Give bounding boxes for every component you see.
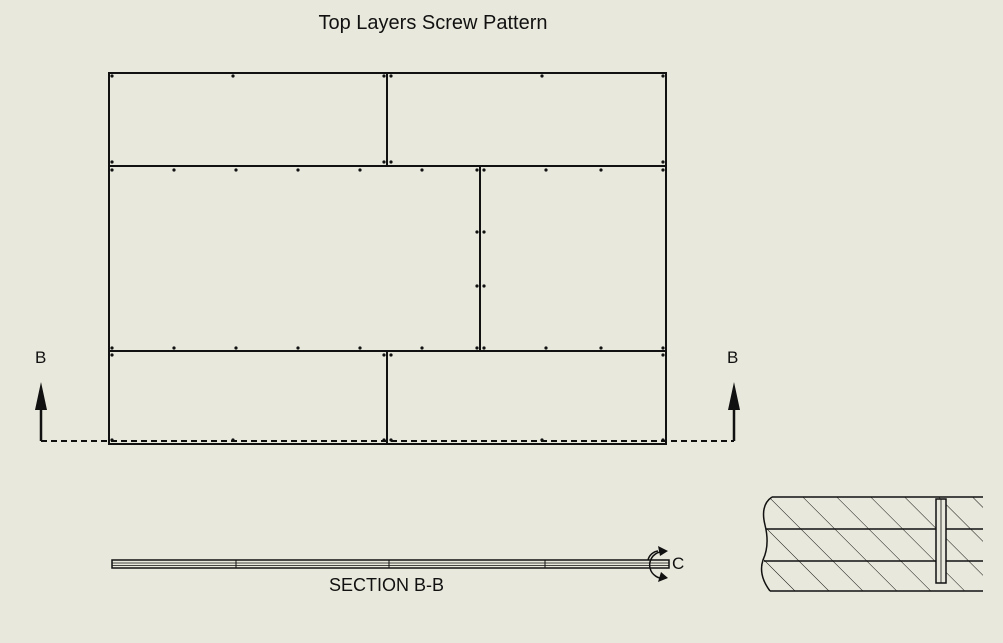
screw-hole — [358, 346, 362, 350]
screw-hole — [382, 160, 386, 164]
screw-hole — [420, 168, 424, 172]
section-line-b-b — [39, 408, 736, 442]
section-arrowhead-left — [35, 382, 47, 410]
screw-hole — [661, 160, 665, 164]
screw-hole — [110, 160, 114, 164]
screw-hole — [172, 168, 176, 172]
screw-hole — [110, 346, 114, 350]
screw-hole — [475, 168, 479, 172]
screw-hole — [544, 346, 548, 350]
section-arrowhead-right — [728, 382, 740, 410]
screw-hole — [296, 346, 300, 350]
detail-marker-arrowhead-bottom — [658, 572, 668, 582]
detail-marker-arrowhead-top — [658, 546, 668, 556]
screw-hole — [661, 346, 665, 350]
section-b-b-view — [111, 559, 670, 569]
screw-hole — [231, 74, 235, 78]
screw-hole — [482, 168, 486, 172]
screw-hole — [110, 74, 114, 78]
screw-hole — [234, 346, 238, 350]
screw-hole — [389, 353, 393, 357]
section-marker-left: B — [35, 348, 47, 367]
screw-hole — [475, 284, 479, 288]
screw-hole — [475, 346, 479, 350]
screw-hole — [599, 168, 603, 172]
detail-marker-label: C — [672, 554, 685, 573]
section-caption: SECTION B-B — [329, 575, 445, 595]
detail-c-view — [760, 496, 983, 592]
screw-hole — [382, 74, 386, 78]
screw-hole — [540, 74, 544, 78]
screw-hole — [110, 168, 114, 172]
screw-hole — [389, 74, 393, 78]
screw-hole — [661, 168, 665, 172]
screw-hole — [296, 168, 300, 172]
screw-hole — [482, 346, 486, 350]
screw-hole — [544, 168, 548, 172]
drawing-title: Top Layers Screw Pattern — [318, 12, 548, 34]
screw-hole — [382, 353, 386, 357]
screw-hole — [172, 346, 176, 350]
screw-hole — [661, 353, 665, 357]
screw-hole — [358, 168, 362, 172]
section-marker-right: B — [727, 348, 739, 367]
screw-hole — [482, 284, 486, 288]
screw-hole — [110, 353, 114, 357]
screw-hole — [599, 346, 603, 350]
screw-hole — [661, 74, 665, 78]
plan-view — [108, 72, 667, 445]
screw-hole — [420, 346, 424, 350]
screw-hole — [234, 168, 238, 172]
screw-hole — [389, 160, 393, 164]
screw-hole — [482, 230, 486, 234]
screw-hole — [475, 230, 479, 234]
